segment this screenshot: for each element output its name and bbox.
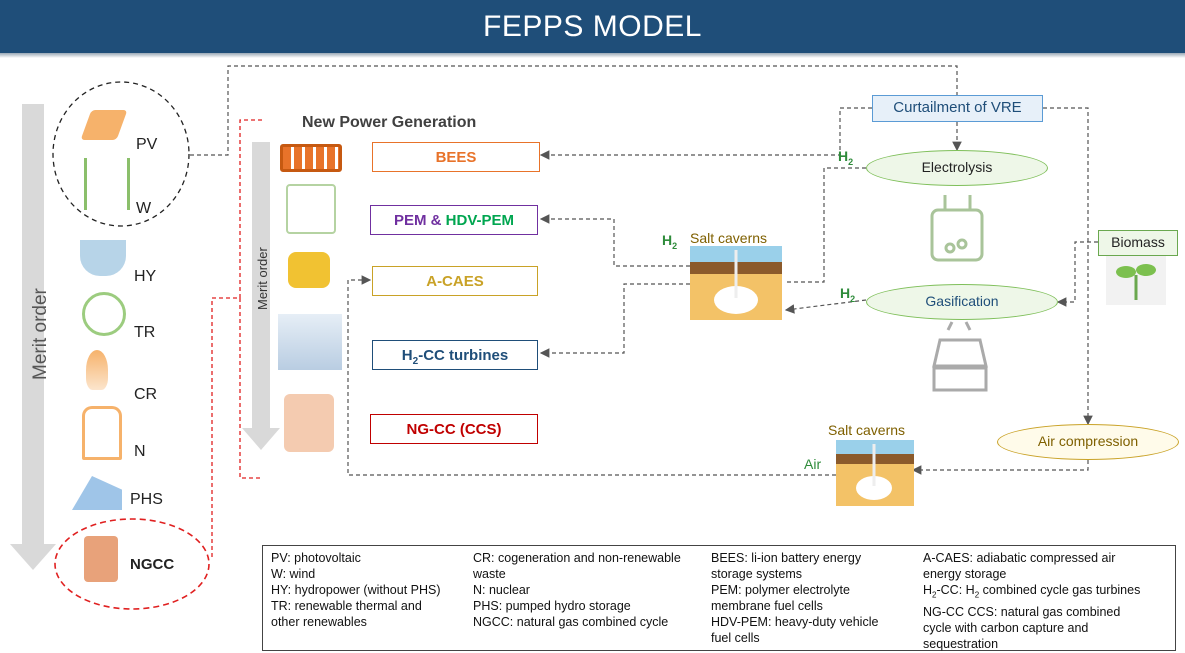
tech-box-pem: PEM & HDV-PEM: [370, 205, 538, 235]
fuel-cell-icon: [286, 184, 336, 234]
label-ngcc: NGCC: [130, 556, 175, 573]
page-title: FEPPS MODEL: [483, 10, 702, 43]
label-pv: PV: [136, 136, 158, 153]
left-merit-label: Merit order: [30, 288, 51, 380]
ngcc-ccs-icon: [284, 394, 334, 452]
battery-icon: [280, 144, 342, 172]
new-gen-merit-label: Merit order: [255, 247, 270, 310]
thermal-icon: [82, 292, 126, 336]
compressor-icon: [288, 252, 330, 288]
salt-caverns-top-label: Salt caverns: [690, 230, 768, 246]
cogeneration-icon: [86, 350, 108, 390]
red-bracket: [211, 119, 262, 560]
tech-box-ngcc: NG-CC (CCS): [370, 414, 538, 444]
vre-circle: [52, 81, 190, 227]
tech-box-acaes: A-CAES: [372, 266, 538, 296]
h2cc-sub: 2: [412, 356, 419, 367]
hydro-icon: [80, 240, 126, 276]
curtailment-box: Curtailment of VRE: [872, 95, 1043, 122]
legend-col-4: A-CAES: adiabatic compressed air energy …: [923, 551, 1141, 651]
salt-caverns-bottom-label: Salt caverns: [828, 422, 906, 438]
gasification-ellipse: Gasification: [866, 284, 1058, 320]
electrolyser-graphic: [930, 195, 984, 262]
h2-label-electrolysis: H2: [838, 148, 854, 167]
pem-label: PEM &: [393, 212, 446, 229]
biomass-box: Biomass: [1098, 230, 1178, 256]
tech-box-h2cc: H2-CC turbines: [372, 340, 538, 370]
label-n: N: [134, 443, 146, 460]
label-phs: PHS: [130, 491, 163, 508]
gasifier-graphic: [932, 321, 988, 392]
nuclear-icon: [82, 406, 122, 460]
header-shadow: [0, 53, 1185, 58]
h2-label-gasification: H2: [840, 285, 856, 304]
electrolysis-ellipse: Electrolysis: [866, 150, 1048, 186]
inner-merit-arrow: [242, 142, 280, 450]
hdv-pem-label: HDV-PEM: [445, 212, 515, 229]
tech-box-bees: BEES: [372, 142, 540, 172]
left-merit-arrow: [10, 104, 56, 570]
salt-cavern-top-graphic: [690, 246, 782, 320]
label-w: W: [136, 200, 152, 217]
biomass-graphic: [1106, 255, 1166, 305]
wind-icon: [84, 158, 130, 210]
h2cc-h: H: [401, 347, 413, 364]
label-hy: HY: [134, 268, 157, 285]
ngcc-ellipse: [54, 518, 210, 610]
label-tr: TR: [134, 324, 156, 341]
header-bar: [0, 0, 1185, 53]
air-label: Air: [804, 456, 822, 472]
ngcc-icon: [84, 536, 118, 582]
air-compression-ellipse: Air compression: [997, 424, 1179, 460]
salt-cavern-bottom-graphic: [836, 440, 914, 506]
turbine-icon: [278, 314, 342, 370]
new-gen-title: New Power Generation: [302, 114, 477, 131]
label-cr: CR: [134, 386, 158, 403]
h2cc-rest: -CC turbines: [418, 347, 509, 364]
h2-label-salt: H2: [662, 232, 678, 251]
